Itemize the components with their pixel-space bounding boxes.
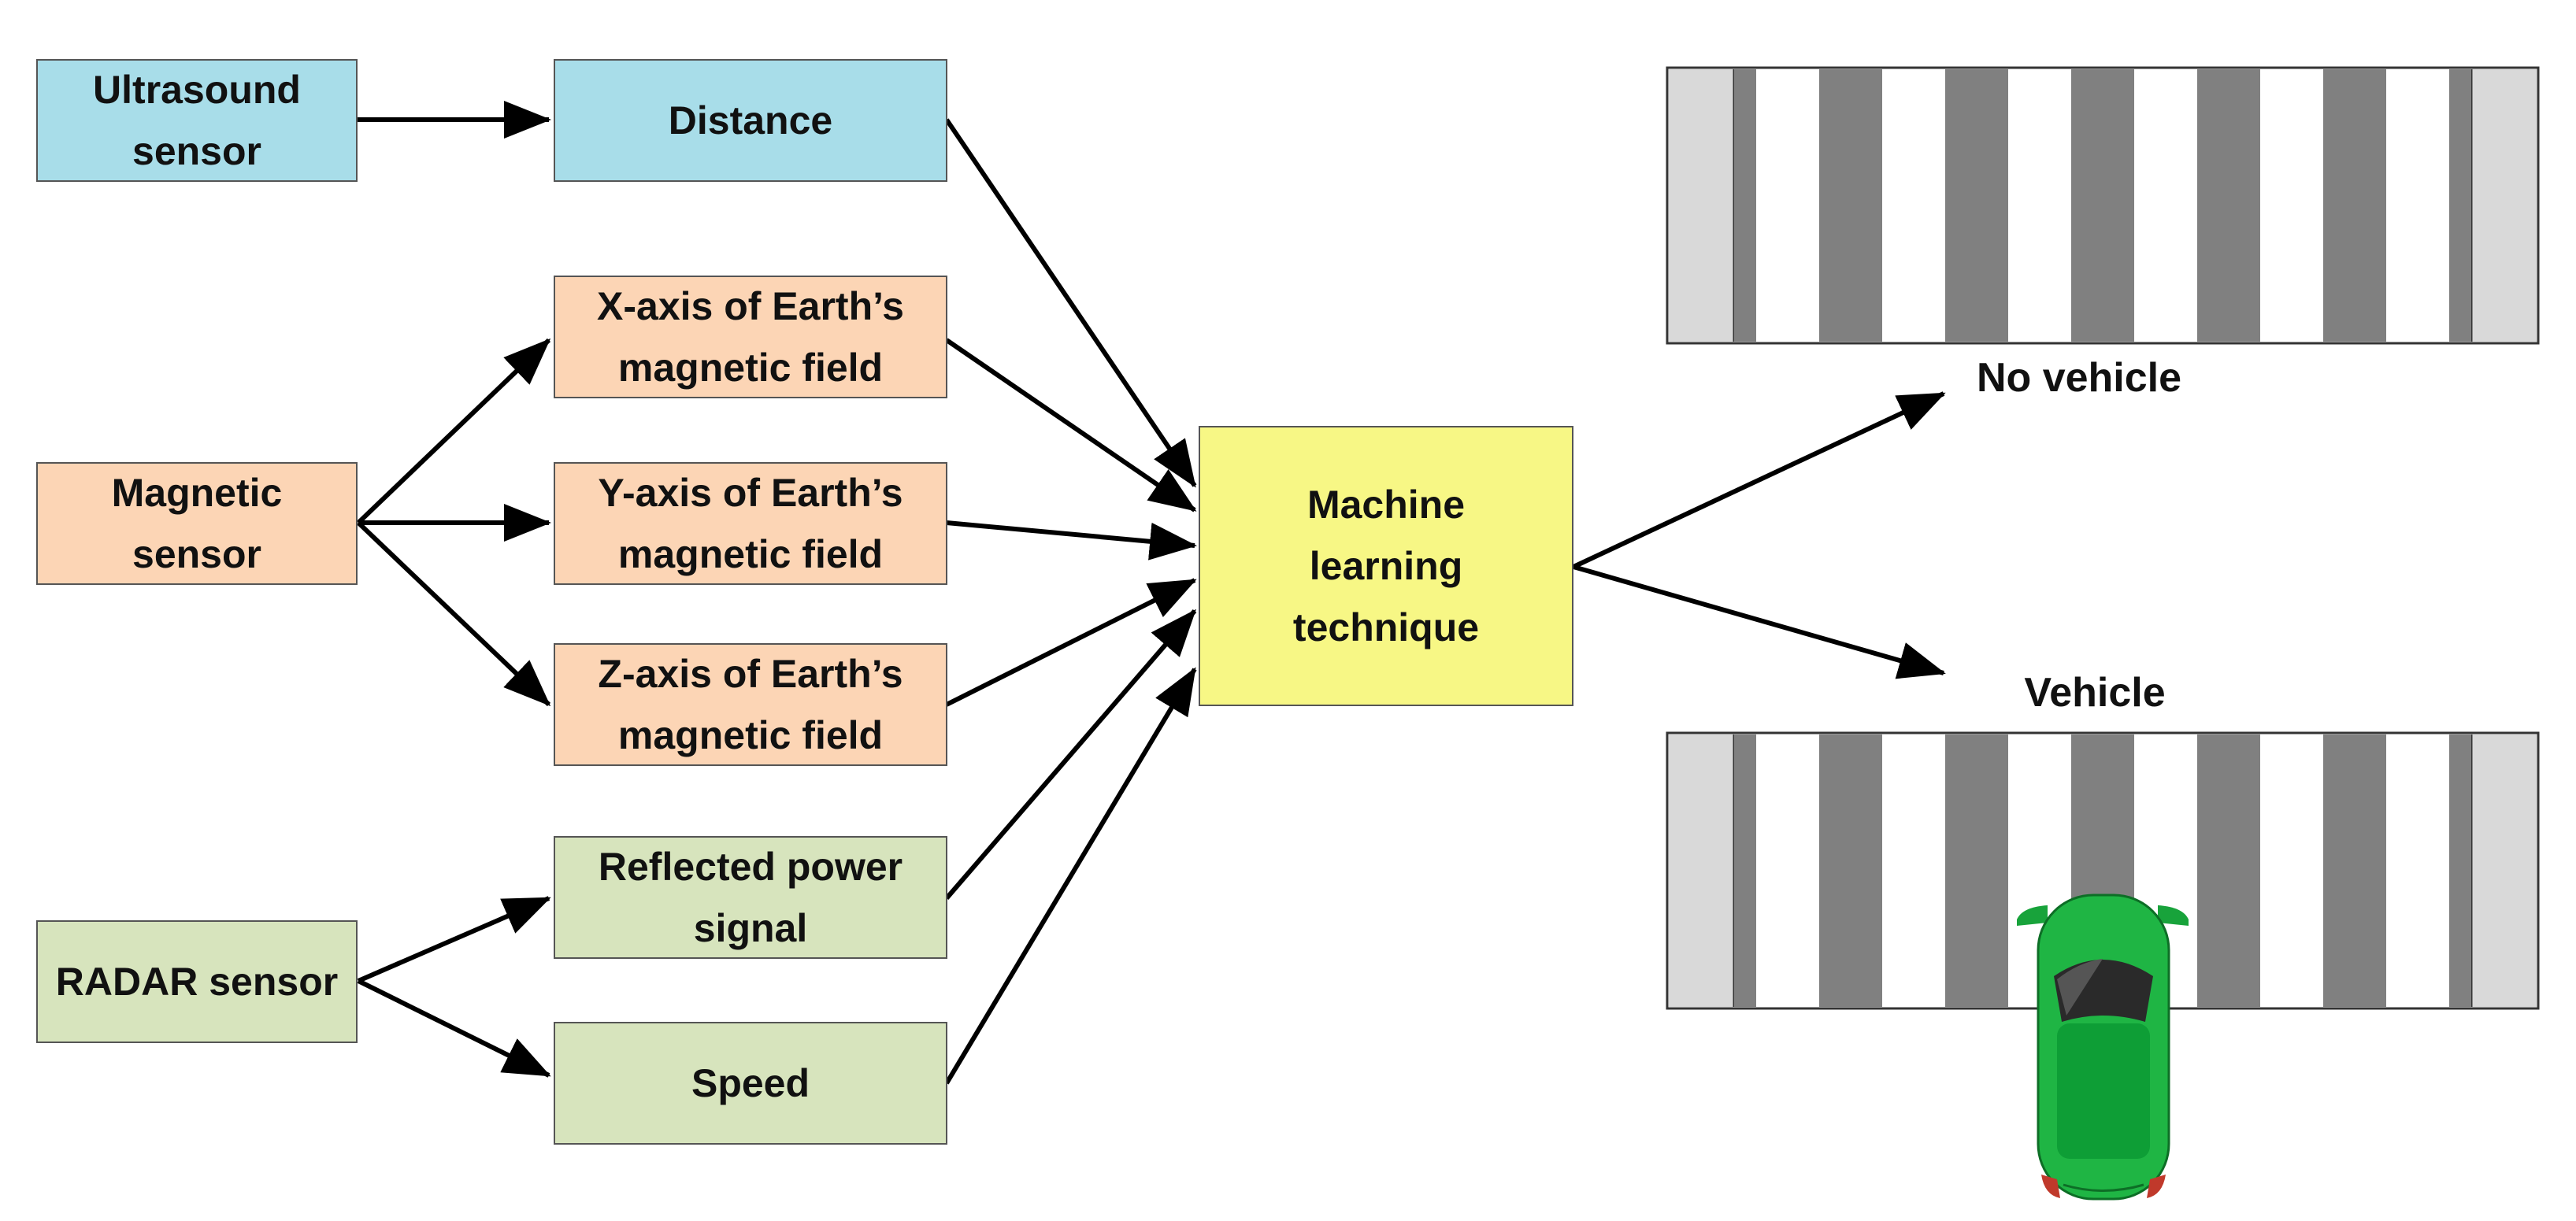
x-axis-feature-box: X-axis of Earth’s magnetic field xyxy=(554,276,947,398)
arrow-y-axis-classifier xyxy=(946,520,1197,561)
car-icon xyxy=(2017,894,2189,1201)
arrow-z-axis-classifier xyxy=(945,578,1197,707)
arrow-classifier-no-vehicle xyxy=(1572,391,1946,569)
arrow-speed-classifier xyxy=(944,667,1197,1085)
magnetic-sensor-label: Magnetic sensor xyxy=(111,471,283,576)
no-vehicle-label: No vehicle xyxy=(1976,355,2182,401)
arrow-magnetic-z-axis xyxy=(356,520,551,707)
arrow-reflected-power-classifier xyxy=(944,609,1197,900)
arrow-radar-speed xyxy=(357,979,551,1078)
y-axis-feature-label: Y-axis of Earth’s magnetic field xyxy=(598,471,903,576)
radar-sensor-box: RADAR sensor xyxy=(36,920,358,1043)
arrow-classifier-vehicle xyxy=(1573,564,1946,679)
distance-feature-label: Distance xyxy=(668,98,833,142)
z-axis-feature-label: Z-axis of Earth’s magnetic field xyxy=(598,652,903,757)
arrow-distance-classifier xyxy=(944,118,1197,488)
ultrasound-sensor-box: Ultrasound sensor xyxy=(36,59,358,182)
z-axis-feature-box: Z-axis of Earth’s magnetic field xyxy=(554,643,947,766)
arrow-magnetic-x-axis xyxy=(356,338,551,525)
speed-feature-label: Speed xyxy=(691,1061,810,1105)
reflected-power-feature-box: Reflected power signal xyxy=(554,836,947,959)
arrow-x-axis-classifier xyxy=(945,338,1197,512)
vehicle-label: Vehicle xyxy=(2024,670,2166,716)
reflected-power-feature-label: Reflected power signal xyxy=(598,845,903,950)
radar-sensor-label: RADAR sensor xyxy=(55,960,339,1004)
y-axis-feature-box: Y-axis of Earth’s magnetic field xyxy=(554,462,947,585)
classifier-box: Machine learning technique xyxy=(1199,426,1573,706)
arrow-radar-reflected-power xyxy=(357,896,551,983)
speed-feature-box: Speed xyxy=(554,1022,947,1145)
ultrasound-sensor-label: Ultrasound sensor xyxy=(93,68,301,173)
magnetic-sensor-box: Magnetic sensor xyxy=(36,462,358,585)
x-axis-feature-label: X-axis of Earth’s magnetic field xyxy=(597,284,904,390)
distance-feature-box: Distance xyxy=(554,59,947,182)
classifier-label: Machine learning technique xyxy=(1292,483,1480,649)
crosswalk-empty xyxy=(1666,66,2540,345)
